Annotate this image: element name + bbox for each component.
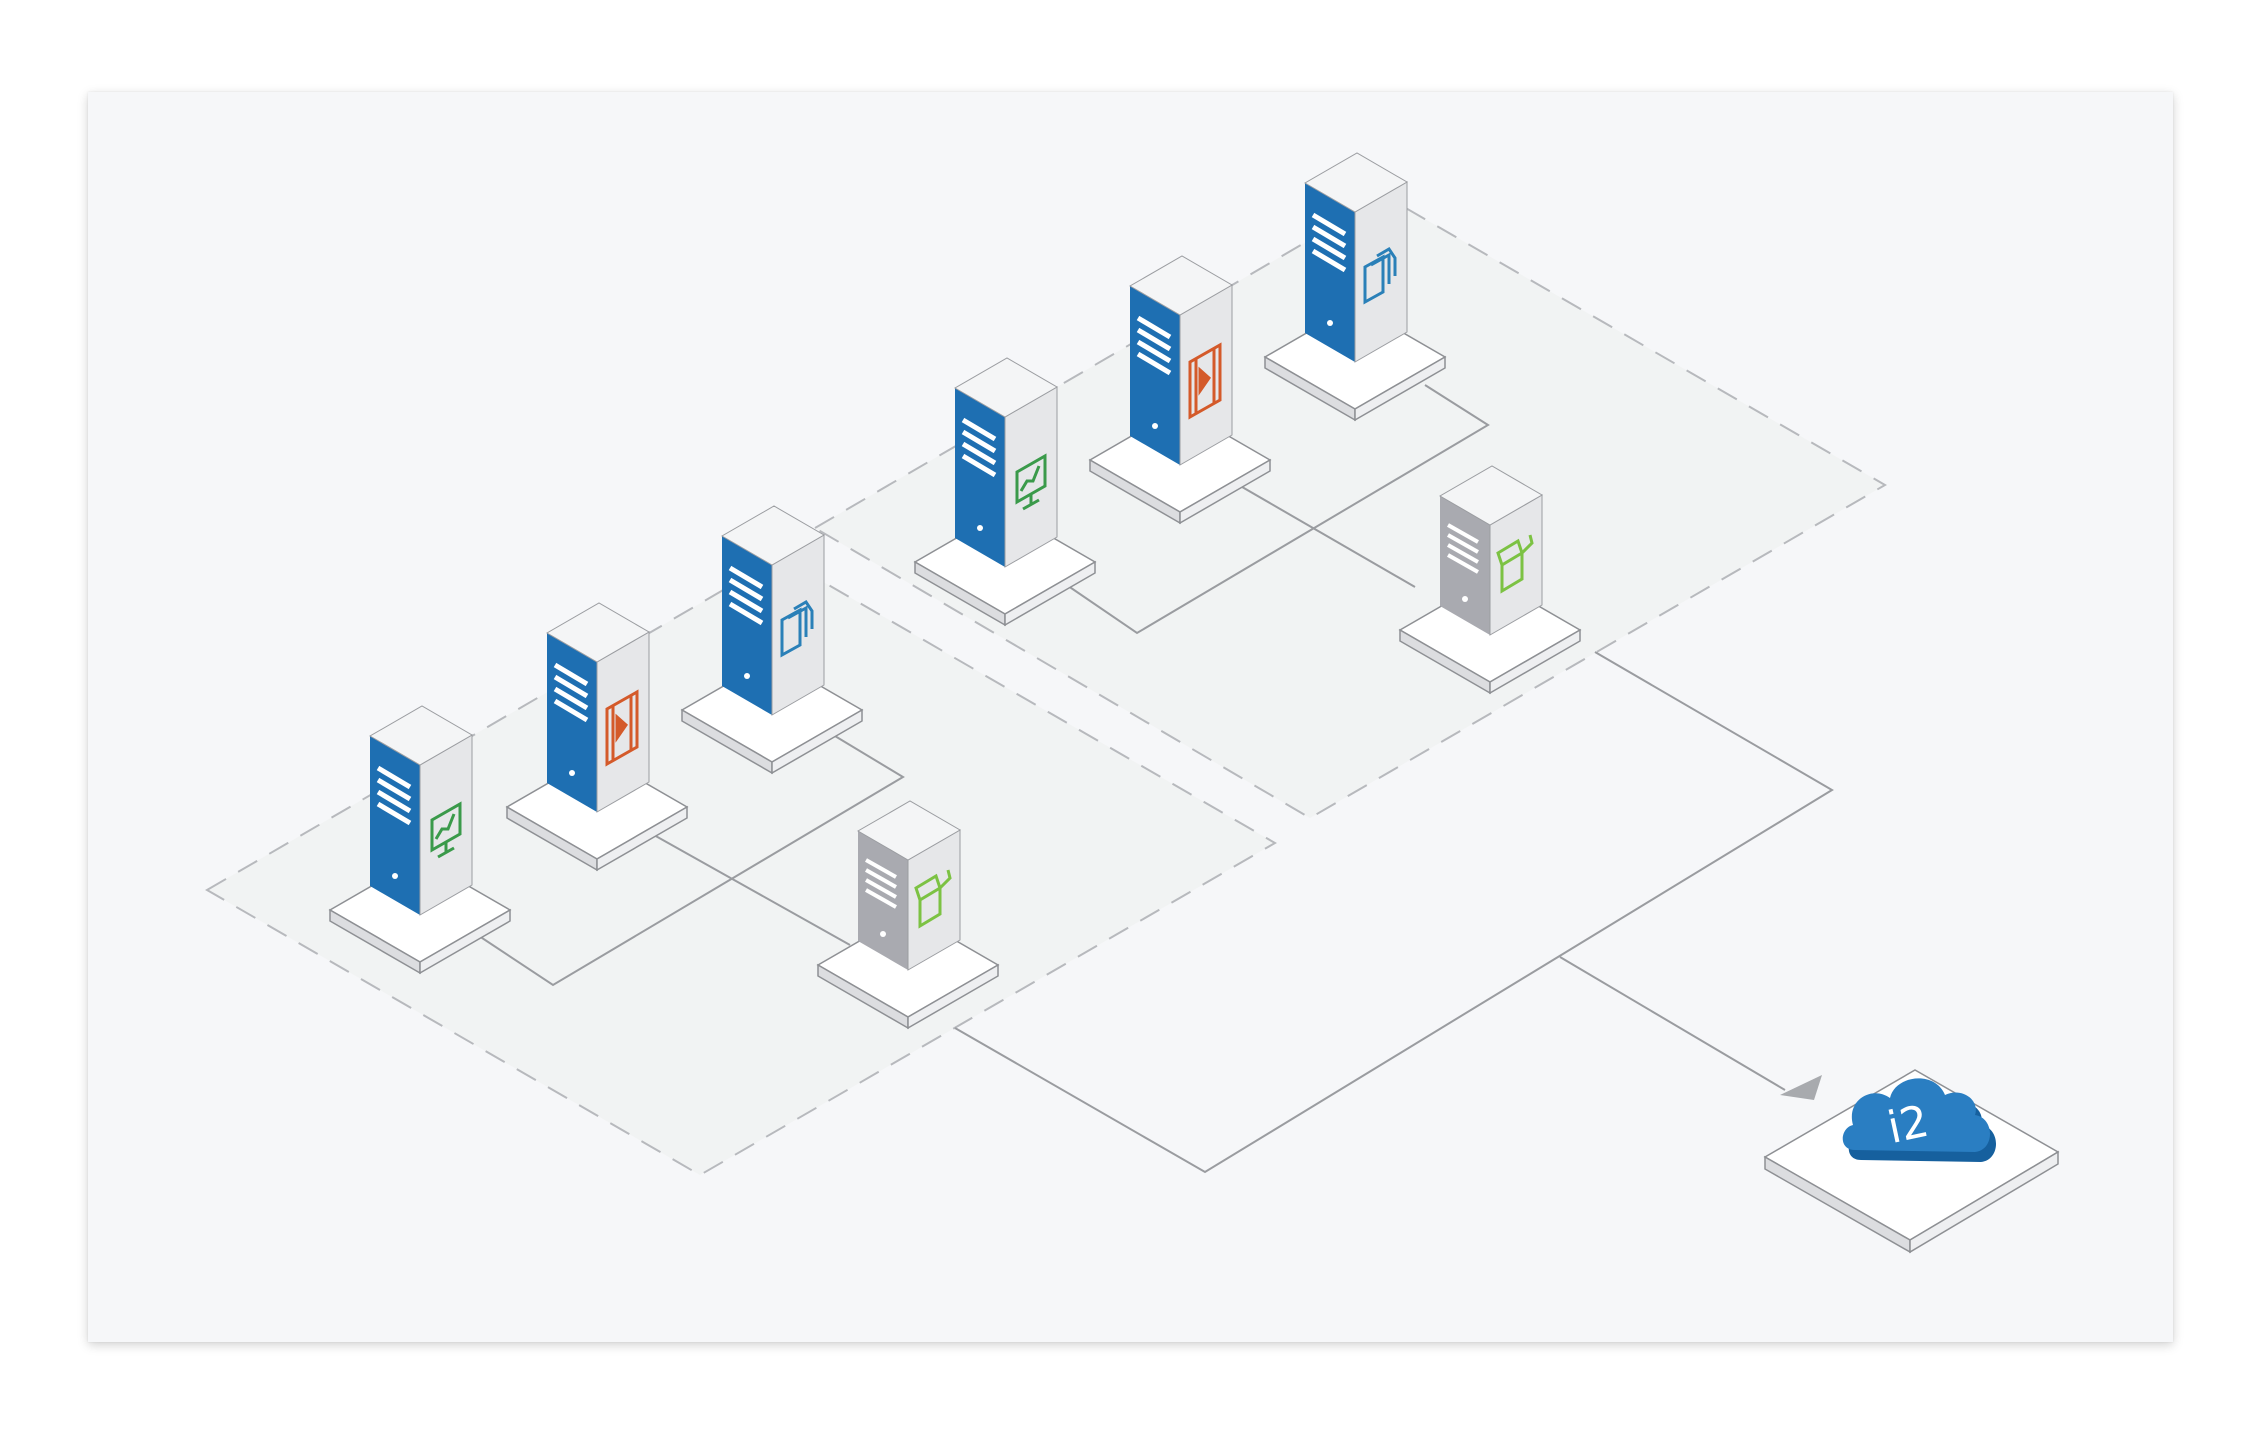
arrow-head xyxy=(1780,1075,1822,1100)
i2-cloud[interactable]: i2 xyxy=(1763,1069,2060,1254)
lower-docs-server[interactable] xyxy=(681,505,863,774)
upper-monitor-server[interactable] xyxy=(914,357,1096,626)
lower-gateway-server[interactable] xyxy=(817,800,999,1029)
upper-video-server[interactable] xyxy=(1089,255,1271,524)
monitor-chart-icon xyxy=(430,801,462,859)
connection-lines xyxy=(469,384,1834,1174)
documents-icon xyxy=(1363,246,1397,305)
film-play-icon xyxy=(605,689,639,767)
cloud-icon: i2 xyxy=(1842,1078,1996,1162)
upper-gateway-server[interactable] xyxy=(1399,465,1581,694)
lower-video-server[interactable] xyxy=(506,602,688,871)
film-play-icon xyxy=(1188,342,1222,420)
documents-icon xyxy=(780,599,814,658)
monitor-chart-icon xyxy=(1015,453,1047,511)
upper-docs-server[interactable] xyxy=(1264,152,1446,421)
lower-monitor-server[interactable] xyxy=(329,705,511,974)
box-icon xyxy=(914,869,952,929)
box-icon xyxy=(1496,534,1534,594)
